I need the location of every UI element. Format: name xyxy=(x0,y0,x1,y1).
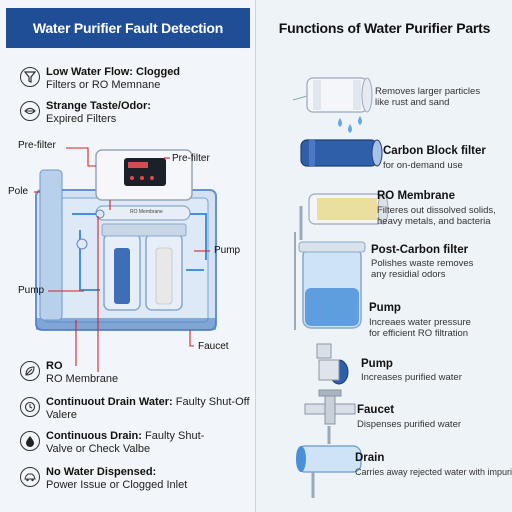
pump-valve-illustration xyxy=(316,343,349,385)
fault-desc-line2: Valve or Check Valbe xyxy=(46,443,151,455)
parts-illustrations xyxy=(292,77,389,498)
fault-detection-panel: Water Purifier Fault Detection Low Water… xyxy=(6,0,256,512)
part-title-drain: Drain xyxy=(355,452,385,464)
left-panel-title: Water Purifier Fault Detection xyxy=(6,8,250,48)
fault-title: Continuous Drain: xyxy=(46,430,142,442)
fault-desc: RO Membrane xyxy=(46,373,119,385)
label-prefilter-left: Pre-filter xyxy=(18,140,56,151)
functions-panel: Functions of Water Purifier Parts xyxy=(257,0,512,512)
water-drops-illustration xyxy=(338,116,362,133)
drain-pipe-illustration xyxy=(296,426,362,498)
car-icon xyxy=(20,467,40,487)
fault-desc: Filters or RO Memnane xyxy=(46,79,161,91)
fault-desc: Faulty Shut- xyxy=(145,430,205,442)
fault-no-water-dispensed: No Water Dispensed:Power Issue or Clogge… xyxy=(20,466,187,492)
label-prefilter-right: Pre-filter xyxy=(172,153,210,164)
leaf-icon xyxy=(20,361,40,381)
fault-title: Low Water Flow: Clogged xyxy=(46,66,181,78)
fault-continuous-drain: Continuous Drain: Faulty Shut-Valve or C… xyxy=(20,430,204,456)
part-title-carbon-block: Carbon Block filter xyxy=(383,145,486,157)
part-title-post-carbon: Post-Carbon filter xyxy=(371,244,469,256)
lips-icon xyxy=(20,101,40,121)
fault-desc-line2: Valere xyxy=(46,409,77,421)
part-title-pump-2: Pump xyxy=(361,358,393,370)
fault-desc: Expired Filters xyxy=(46,113,117,125)
clock-icon xyxy=(20,397,40,417)
fault-title: RO xyxy=(46,360,63,372)
fault-title: Continuout Drain Water: xyxy=(46,396,173,408)
fault-desc: Power Issue or Clogged Inlet xyxy=(46,479,188,491)
part-desc: for on-demand use xyxy=(383,160,463,171)
part-title-pump: Pump xyxy=(369,302,401,314)
fault-title: No Water Dispensed: xyxy=(46,466,157,478)
label-ro-membrane-housing: RO Membrane xyxy=(130,209,163,215)
part-title-faucet: Faucet xyxy=(357,404,395,416)
part-title-ro-membrane: RO Membrane xyxy=(377,190,455,202)
label-pump-right: Pump xyxy=(214,245,241,256)
purifier-illustration xyxy=(34,147,217,372)
part-desc: Filteres out dissolved solids,heavy meta… xyxy=(377,205,496,227)
right-panel-title: Functions of Water Purifier Parts xyxy=(278,20,491,36)
drop-icon xyxy=(20,431,40,451)
part-desc: Increases purified water xyxy=(361,372,462,383)
fault-title: Strange Taste/Odor: xyxy=(46,100,151,112)
filter-icon xyxy=(20,67,40,87)
label-faucet: Faucet xyxy=(198,341,229,352)
part-desc: Dispenses purified water xyxy=(357,419,462,430)
part-desc: Carries away rejected water with impurit… xyxy=(355,467,512,477)
fault-desc: Faulty Shut-Off xyxy=(175,396,250,408)
carbon-block-illustration xyxy=(300,139,383,167)
label-pump-left: Pump xyxy=(18,285,45,296)
post-carbon-jar-illustration xyxy=(294,232,366,330)
fault-strange-taste: Strange Taste/Odor:Expired Filters xyxy=(20,100,151,126)
sediment-filter-illustration xyxy=(292,77,373,113)
faucet-valve-illustration xyxy=(304,389,356,425)
leader-lines xyxy=(34,147,210,372)
label-pole: Pole xyxy=(8,186,29,197)
ro-membrane-illustration xyxy=(299,193,389,240)
